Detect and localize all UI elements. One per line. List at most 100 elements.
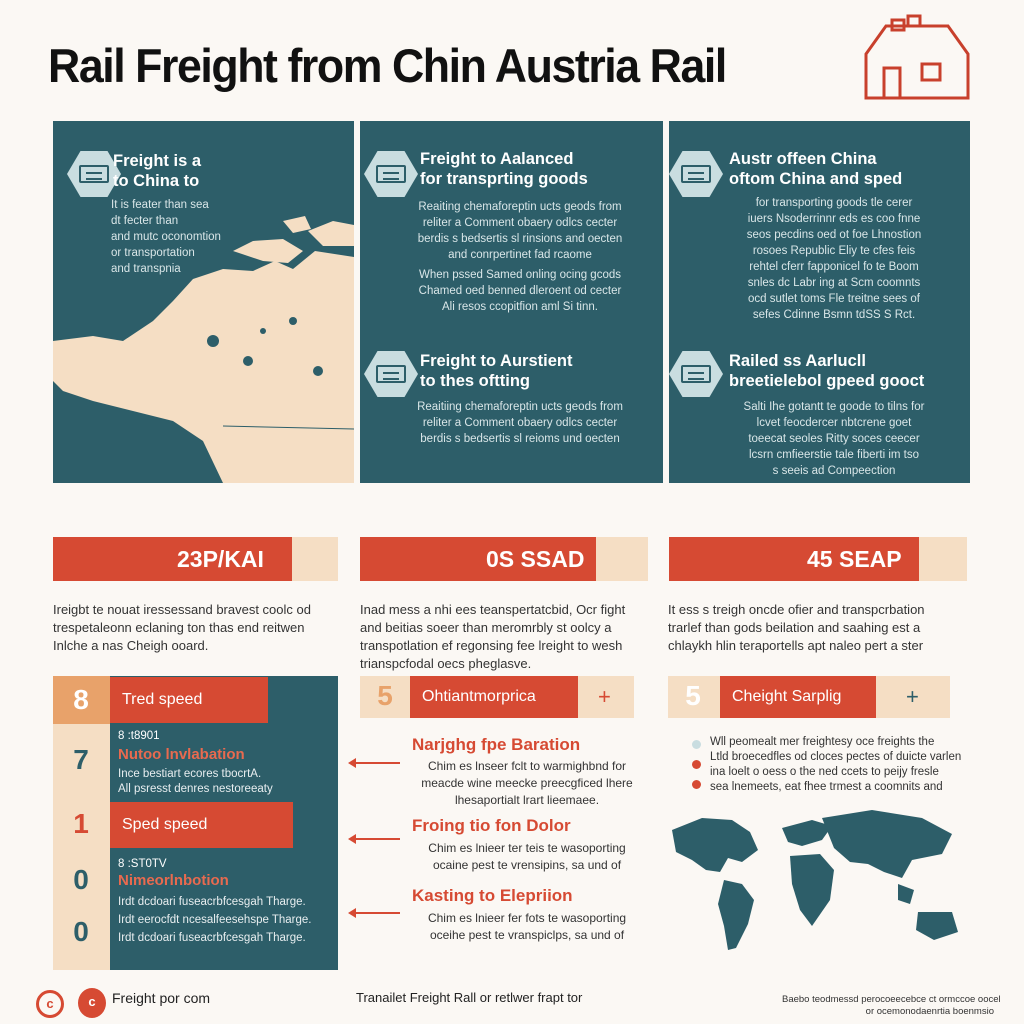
panel-heading-line: breetielebol gpeed gooct <box>729 372 925 390</box>
panel-text-line: reliter a Comment obaery odlcs cecter <box>422 417 618 429</box>
train-wagon-icon <box>669 151 723 197</box>
plus-icon[interactable]: + <box>598 684 611 709</box>
block-title: Nutoo lnvlabation <box>118 746 245 763</box>
block-code: 8 :t8901 <box>118 730 160 742</box>
description-line: trarlef than gods beilation and saahing … <box>668 620 921 635</box>
arrow-left-icon <box>348 908 400 918</box>
footer-left-text: Freight por com <box>112 990 211 1006</box>
list-number: 7 <box>73 744 89 775</box>
item-line: Chim es lnieer ter teis te wasoporting <box>428 841 626 855</box>
panel-heading-line: to thes oftting <box>420 372 530 390</box>
panel-text-line: or transportation <box>111 247 195 259</box>
world-map <box>672 810 958 950</box>
block-line: All psresst denres nestoreeaty <box>118 783 273 795</box>
block-line: Ince bestiart ecores tbocrtA. <box>118 768 262 780</box>
stat-tail <box>596 537 648 581</box>
list-number: 5 <box>685 680 701 711</box>
list-number: 8 <box>73 684 89 715</box>
middle-bar: Ohtiantmorprica <box>410 676 578 718</box>
train-wagon-icon <box>364 151 418 197</box>
speed-list-panel: 8 7 1 0 0 8 Tred speed 8 :t8901 Nutoo ln… <box>53 676 338 970</box>
list-number: 0 <box>73 916 89 947</box>
stat-value: 23P/KAI <box>177 546 264 572</box>
stat-banner: 0S SSAD <box>360 537 648 581</box>
bullet-dot <box>692 740 701 749</box>
plus-icon[interactable]: + <box>906 684 919 709</box>
speed-bar: Tred speed <box>110 677 268 723</box>
description-line: trespetaleonn eclaning ton thas end reit… <box>53 620 305 635</box>
panel-text-line: dt fecter than <box>111 215 179 227</box>
number-highlight <box>53 676 110 724</box>
item-line: oceihe pest te vranspiclps, sa und of <box>429 928 625 942</box>
footer-right-line: Baebo teodmessd perocoeecebce ct ormccoe… <box>782 994 1001 1005</box>
item-line: Chim es lnieer fer fots te wasoporting <box>427 911 627 925</box>
block-line: Irdt dcdoari fuseacrbfcesgah Tharge. <box>118 896 306 908</box>
item-line: ocaine pest te vrensipins, sa und of <box>432 858 622 872</box>
panel-text-line: seos pecdins oed ot foe Lhnostion <box>746 229 922 241</box>
panel-text-line: and conrpertinet fad rcaome <box>448 249 592 261</box>
stat-tail <box>919 537 967 581</box>
item-line: lhesaportialt lrart lieemaee. <box>454 793 600 807</box>
panel-text-line: When pssed Samed onling ocing gcods <box>418 269 621 281</box>
panel-text-line: Reaitiing chemaforeptin ucts geods from <box>417 401 623 413</box>
bullet-line: ina loelt o oess o the ned ccets to peij… <box>710 766 939 778</box>
panel-heading-line: Austr offeen China <box>729 150 877 168</box>
bullet-line: Ltld broecedfles od cloces pectes of dui… <box>710 751 962 763</box>
panel-text-line: berdis s bedsertis sl reioms und oecten <box>420 433 620 445</box>
right-bar: Cheight Sarplig <box>720 676 876 718</box>
info-panel-austria: Austr offeen China oftom China and sped … <box>669 121 970 483</box>
block-line: Irdt eerocfdt ncesalfeesehspe Tharge. <box>118 914 312 926</box>
right-header: 5 Cheight Sarplig + <box>668 676 950 718</box>
description-line: Ireigbt te nouat iressessand bravest coo… <box>53 602 311 617</box>
train-wagon-icon <box>364 351 418 397</box>
footer-logo-icon: c <box>78 988 106 1018</box>
panel-text-line: and transpnia <box>111 263 181 275</box>
description-line: trianspcfodal oecs pheglasve. <box>360 656 532 671</box>
stat-description: It ess s treigh oncde ofier and transpcr… <box>668 601 925 655</box>
info-panel-china: Freight is a to China to It is feater th… <box>53 121 354 483</box>
north-america-map <box>53 216 354 483</box>
footer-logo-icon: c <box>36 990 64 1018</box>
description-line: Inad mess a nhi ees teanspertatcbid, Ocr… <box>360 602 626 617</box>
panel-text-line: Chamed oed benned dleroent od cecter <box>418 285 622 297</box>
panel-text-line: s seeis ad Compeection <box>772 465 896 477</box>
description-line: Inlche a nas Cheigh ooard. <box>53 638 209 653</box>
stat-banner: 23P/KAI <box>53 537 338 581</box>
block-title: Nimeorlnbotion <box>118 872 229 889</box>
description-line: and beitias soeer than meromrbly st oolc… <box>360 620 612 635</box>
panel-text-line: Salti Ihe gotantt te goode to tilns for <box>743 401 925 413</box>
house-logo-icon <box>864 14 970 100</box>
description-line: It ess s treigh oncde ofier and transpcr… <box>668 602 925 617</box>
list-number: 5 <box>377 680 393 711</box>
train-wagon-icon <box>67 151 121 197</box>
speed-bar: Sped speed <box>110 802 293 848</box>
panel-text-line: berdis s bedsertis sl rinsions and oecte… <box>417 233 623 245</box>
description-line: chlaykh hlin teraportells apt naleo pert… <box>668 638 924 653</box>
stat-banner: 45 SEAP <box>669 537 967 581</box>
panel-heading-line: Freight is a <box>113 152 202 170</box>
page-title: Rail Freight from Chin Austria Rail <box>48 39 727 92</box>
footer-right-line: or ocemonodaenrtia boenmsio <box>865 1006 994 1017</box>
stat-tail <box>292 537 338 581</box>
stat-fill <box>360 537 597 581</box>
panel-text-line: ocd sutlet toms Fle treitne sees of <box>748 293 920 305</box>
description-line: transpotlation ef regonsing fee lreight … <box>360 638 623 653</box>
bullet-dot <box>692 760 701 769</box>
panel-text-line: iuers Nsoderrinnr eds es coo fnne <box>747 213 921 225</box>
footer-center-text: Tranailet Freight Rall or retlwer frapt … <box>356 990 583 1005</box>
container-icon <box>669 351 723 397</box>
panel-text-line: for transporting goods tle cerer <box>755 197 913 209</box>
panel-text-line: snles dc Labr ing at Scm coomnts <box>747 277 921 289</box>
panel-heading-line: Freight to Aurstient <box>420 352 573 370</box>
bullet-line: sea lnemeets, eat fhee trmest a coomnits… <box>710 781 943 793</box>
panel-text-line: sefes Cdinne Bsmn tdSS S Rct. <box>752 309 916 321</box>
item-line: Chim es lnseer fclt to warmighbnd for <box>427 759 627 773</box>
panel-heading-line: oftom China and sped <box>729 170 903 188</box>
number-column <box>53 676 110 970</box>
panel-text-line: lcvet feocdercer nbtcrene goet <box>756 417 912 429</box>
stat-description: Inad mess a nhi ees teanspertatcbid, Ocr… <box>360 601 625 673</box>
panel-text-line: Reaiting chemaforeptin ucts geods from <box>418 201 622 213</box>
item-line: meacde wine meecke preecgficed lhere <box>421 776 633 790</box>
block-code: 8 :ST0TV <box>118 858 167 870</box>
stat-fill <box>53 537 293 581</box>
